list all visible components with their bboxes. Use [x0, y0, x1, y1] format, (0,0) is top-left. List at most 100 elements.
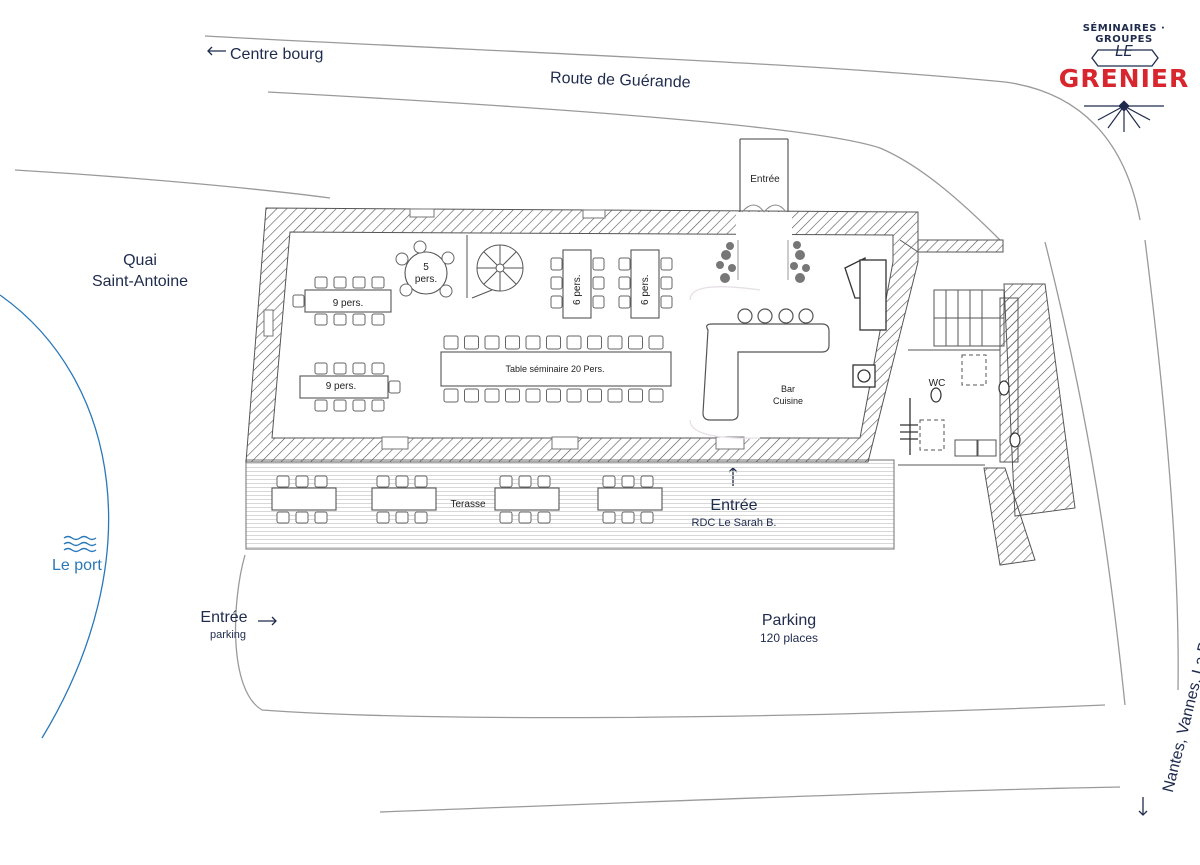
chair	[371, 362, 385, 375]
chair	[618, 295, 631, 309]
chair	[525, 335, 541, 350]
label-le-port: Le port	[52, 557, 102, 574]
chair	[660, 276, 673, 290]
chair	[314, 511, 328, 524]
diamond-icon	[1118, 100, 1130, 112]
table-6-pers-2	[630, 249, 660, 319]
chair	[518, 475, 532, 488]
chair	[464, 335, 479, 350]
label-entree-main: Entrée	[710, 497, 758, 514]
chair	[352, 276, 366, 289]
chair	[660, 257, 673, 271]
table-9-pers-top	[304, 289, 392, 313]
chair	[592, 295, 605, 309]
chair	[621, 511, 635, 524]
label-9-pers-2: 9 pers.	[325, 381, 357, 392]
label-table-seminaire: Table séminaire 20 Pers.	[505, 364, 605, 374]
entrance-corridor	[739, 138, 789, 212]
chair	[439, 284, 453, 298]
spiral-staircase	[466, 235, 524, 299]
chair	[546, 335, 561, 350]
chair	[546, 388, 561, 403]
chair	[618, 257, 631, 271]
table-seminaire	[440, 351, 672, 387]
chair	[628, 335, 643, 350]
tables	[271, 249, 672, 511]
road-lines	[14, 35, 1179, 813]
chair	[352, 399, 366, 412]
label-9-pers-1: 9 pers.	[332, 298, 364, 309]
label-entree-parking: Entrée	[200, 609, 248, 626]
chair	[505, 388, 520, 403]
chair	[587, 335, 602, 350]
chair	[484, 388, 500, 403]
wave-icon	[63, 535, 97, 553]
chair	[602, 511, 616, 524]
chair	[333, 362, 347, 375]
chair	[414, 511, 428, 524]
label-6-pers-1: 6 pers.	[572, 274, 583, 305]
chair	[314, 362, 328, 375]
chair	[295, 511, 309, 524]
arrow-down-icon	[1138, 797, 1148, 816]
label-quai: Quai	[123, 252, 157, 269]
chair	[276, 475, 290, 488]
table-5-pers	[404, 251, 448, 295]
chair	[607, 388, 623, 403]
chair	[399, 283, 413, 297]
chair	[443, 335, 459, 350]
chair	[499, 475, 513, 488]
label-6-pers-2: 6 pers.	[640, 274, 651, 305]
label-5-pers: pers.	[414, 274, 438, 285]
label-entree-top: Entrée	[750, 174, 780, 185]
chair	[371, 313, 385, 326]
chair	[295, 475, 309, 488]
chair	[648, 388, 664, 403]
chair	[333, 276, 347, 289]
toilet-icon	[930, 380, 1021, 448]
chair	[376, 475, 390, 488]
chair	[499, 511, 513, 524]
label-rdc: RDC Le Sarah B.	[691, 517, 777, 529]
chair	[537, 511, 551, 524]
chairs	[276, 240, 673, 524]
bar-counter	[702, 323, 830, 421]
chair	[518, 511, 532, 524]
chair	[618, 276, 631, 290]
chair	[525, 388, 541, 403]
logo-le: LE	[1115, 42, 1133, 60]
chair	[443, 388, 459, 403]
chair	[607, 335, 623, 350]
chair	[314, 276, 328, 289]
chair	[660, 295, 673, 309]
chair	[292, 294, 305, 308]
urinals	[900, 398, 918, 455]
chair	[395, 475, 409, 488]
arrow-left-icon	[207, 46, 226, 56]
chair	[333, 313, 347, 326]
chair	[314, 399, 328, 412]
chair	[414, 475, 428, 488]
chair	[602, 475, 616, 488]
label-wc: WC	[928, 378, 946, 389]
chair	[413, 240, 427, 254]
label-5: 5	[423, 262, 429, 273]
chair	[352, 313, 366, 326]
chair	[388, 380, 401, 394]
chair	[484, 335, 500, 350]
logo-top-text: SÉMINAIRES · GROUPES	[1082, 23, 1166, 45]
building-walls	[245, 207, 1076, 566]
chair	[648, 335, 664, 350]
chair	[376, 511, 390, 524]
chair	[464, 388, 479, 403]
chair	[566, 335, 582, 350]
logo-ribbon	[1091, 49, 1159, 67]
chair	[550, 295, 563, 309]
chair	[276, 511, 290, 524]
chair	[441, 251, 455, 265]
chair	[621, 475, 635, 488]
label-parking: Parking	[761, 612, 817, 629]
label-cuisine: Cuisine	[772, 396, 804, 406]
annex-interior	[898, 239, 1005, 466]
